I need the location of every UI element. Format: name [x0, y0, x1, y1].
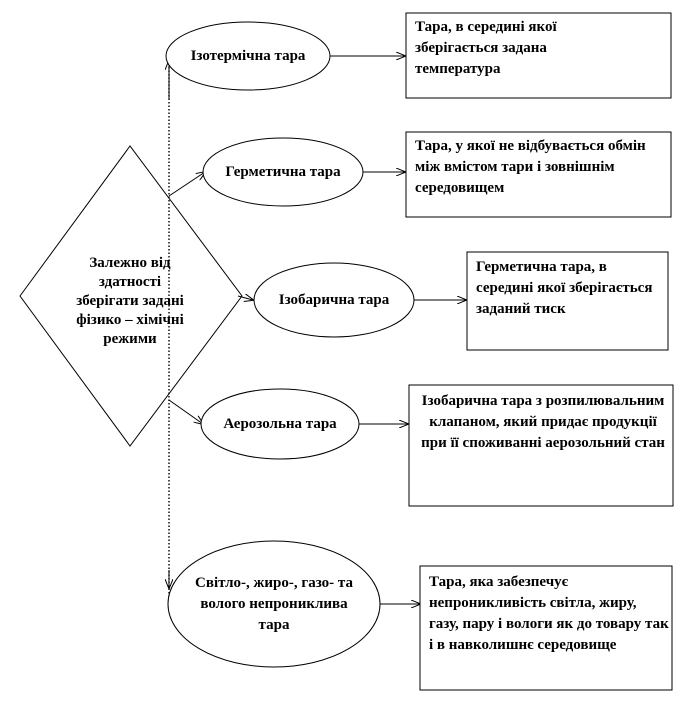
node-label-isothermal: Ізотермічна тара: [190, 48, 306, 64]
desc-text-isothermal: Тара, в середині якої зберігається задан…: [415, 19, 557, 77]
desc-box-isothermal: [405, 12, 672, 99]
root-diamond: [19, 145, 243, 447]
arrow-to-hermetic: [168, 172, 205, 197]
desc-box-isobaric: [466, 251, 669, 351]
desc-text-isobaric: Герметична тара, в середині якої зберіга…: [476, 259, 653, 317]
desc-text-aerosol: Ізобарична тара з розпилювальним клапано…: [421, 393, 665, 451]
node-label-hermetic: Герметична тара: [225, 164, 341, 180]
desc-text-hermetic: Тара, у якої не відбувається обмін між в…: [415, 138, 646, 196]
node-label-isobaric: Ізобарична тара: [278, 292, 390, 308]
root-label: Залежно від здатності зберігати задані ф…: [76, 254, 184, 347]
desc-box-hermetic: [405, 131, 672, 218]
arrow-to-aerosol: [168, 399, 203, 424]
node-label-aerosol: Аерозольна тара: [223, 416, 337, 432]
desc-box-impermeable: [419, 565, 673, 691]
desc-text-impermeable: Тара, яка забезпечує непроникливість сві…: [429, 574, 669, 653]
desc-box-aerosol: [408, 384, 674, 507]
arrow-to-isobaric: [237, 296, 253, 300]
node-label-impermeable: Світло-, жиро-, газо- та волого непроник…: [195, 574, 353, 633]
